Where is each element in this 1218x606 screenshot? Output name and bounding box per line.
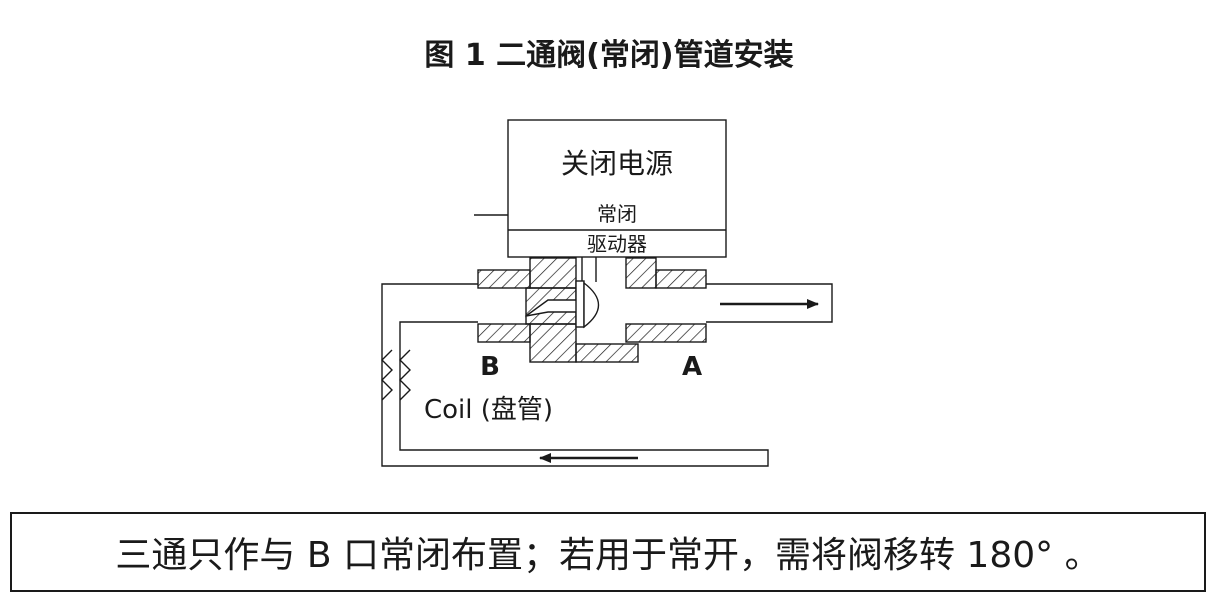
valve-body-bottom-floor — [575, 343, 639, 363]
actuator-power-label: 关闭电源 — [561, 147, 673, 180]
valve-body — [477, 257, 707, 363]
coil-zigzag-outer — [381, 349, 393, 401]
valve-seat-upper — [525, 287, 577, 318]
note-box: 三通只作与 B 口常闭布置；若用于常开，需将阀移转 180° 。 — [10, 512, 1206, 592]
valve-disc-plug — [583, 281, 600, 329]
valve-body-top-right — [655, 269, 707, 289]
coil-label: Coil (盘管) — [424, 395, 553, 425]
coil-zigzag-inner — [399, 349, 411, 401]
valve-body-top-center — [529, 257, 577, 289]
actuator-name-label: 驱动器 — [587, 232, 647, 256]
coil-pipe — [381, 283, 769, 467]
port-a-label: A — [682, 352, 702, 382]
installation-note: 三通只作与 B 口常闭布置；若用于常开，需将阀移转 180° 。 — [115, 535, 1101, 576]
valve-body-bottom-center — [529, 323, 577, 363]
actuator-box — [507, 119, 727, 258]
valve-body-bottom-left — [477, 323, 531, 343]
valve-body-top-left — [477, 269, 531, 289]
valve-disc-plate — [575, 280, 585, 328]
valve-piping-diagram: 关闭电源 常闭 驱动器 B A Coil (盘管) — [381, 119, 833, 467]
actuator-mode-label: 常闭 — [597, 202, 637, 226]
diagram-title: 图 1 二通阀(常闭)管道安装 — [424, 38, 794, 73]
valve-body-bottom-right — [625, 323, 707, 343]
outlet-pipe — [706, 283, 833, 323]
port-b-label: B — [480, 352, 500, 382]
valve-seat-lower — [525, 311, 577, 325]
valve-body-top-right-stem — [625, 257, 657, 289]
